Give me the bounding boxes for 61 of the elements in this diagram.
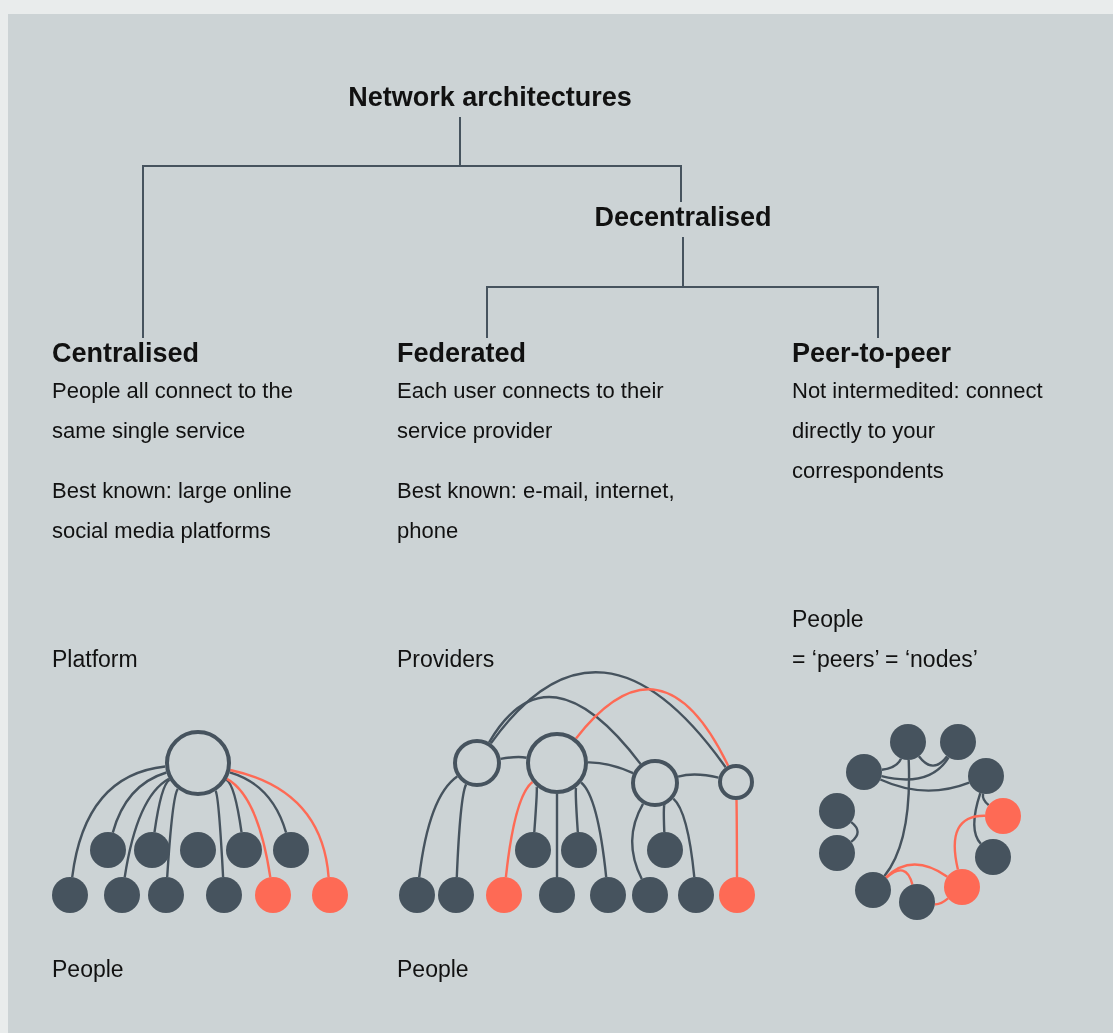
server-circle bbox=[718, 764, 754, 800]
connection-line bbox=[735, 799, 739, 877]
category-heading: Peer-to-peer bbox=[792, 338, 953, 369]
description-text: Best known: e-mail, internet, phone bbox=[397, 477, 676, 545]
connection-line bbox=[533, 786, 539, 833]
tree-connector bbox=[682, 236, 879, 339]
connection-line bbox=[881, 758, 903, 771]
peers-label: = ‘peers’ = ‘nodes’ bbox=[792, 646, 978, 673]
connection-line bbox=[917, 755, 949, 767]
connection-line bbox=[71, 765, 166, 878]
people-label: People bbox=[397, 956, 469, 983]
connection-line bbox=[850, 821, 859, 843]
heading-text: Decentralised bbox=[593, 202, 773, 233]
connection-line bbox=[229, 771, 288, 834]
people-label: People bbox=[52, 956, 124, 983]
server-circle bbox=[526, 732, 588, 794]
providers-label: Providers bbox=[397, 646, 495, 673]
connection-line bbox=[885, 869, 914, 885]
connection-line bbox=[981, 793, 990, 806]
connection-line bbox=[418, 775, 458, 878]
description-text: Not intermedited: connect directly to your correspondents bbox=[792, 377, 1044, 485]
heading-text: Network architectures bbox=[347, 82, 633, 113]
connection-line bbox=[225, 778, 243, 833]
connection-line bbox=[489, 671, 727, 769]
connection-line bbox=[488, 696, 642, 765]
connection-line bbox=[166, 788, 179, 878]
connection-line bbox=[883, 759, 911, 877]
description-text: People all connect to the same single service bbox=[52, 377, 294, 445]
connection-line bbox=[879, 778, 970, 792]
connection-line bbox=[662, 803, 667, 833]
connection-line bbox=[575, 688, 730, 767]
category-heading: Centralised bbox=[52, 338, 201, 369]
connection-line bbox=[881, 756, 950, 781]
connection-line bbox=[672, 797, 696, 878]
connection-line bbox=[631, 803, 645, 880]
connection-line bbox=[580, 781, 608, 878]
server-circle bbox=[631, 759, 679, 807]
connection-line bbox=[226, 777, 272, 878]
server-circle bbox=[453, 739, 501, 787]
connection-line bbox=[500, 755, 527, 761]
connection-line bbox=[504, 781, 534, 878]
connection-line bbox=[455, 783, 468, 878]
server-circle bbox=[165, 730, 231, 796]
category-heading: Federated bbox=[397, 338, 528, 369]
tree-connector bbox=[459, 116, 682, 203]
connection-line bbox=[885, 863, 948, 879]
people-label: People bbox=[792, 606, 864, 633]
connection-line bbox=[214, 790, 225, 878]
connection-line bbox=[574, 786, 579, 833]
description-text: Best known: large online social media platforms bbox=[52, 477, 293, 545]
connection-line bbox=[153, 778, 171, 833]
connection-line bbox=[555, 794, 559, 877]
platform-label: Platform bbox=[52, 646, 138, 673]
connection-line bbox=[229, 768, 330, 878]
description-text: Each user connects to their service provider bbox=[397, 377, 665, 445]
connection-line bbox=[111, 771, 167, 833]
connection-line bbox=[973, 792, 982, 845]
connection-line bbox=[953, 814, 986, 870]
connection-line bbox=[123, 777, 170, 878]
connection-line bbox=[588, 761, 634, 775]
connection-line bbox=[677, 773, 719, 779]
